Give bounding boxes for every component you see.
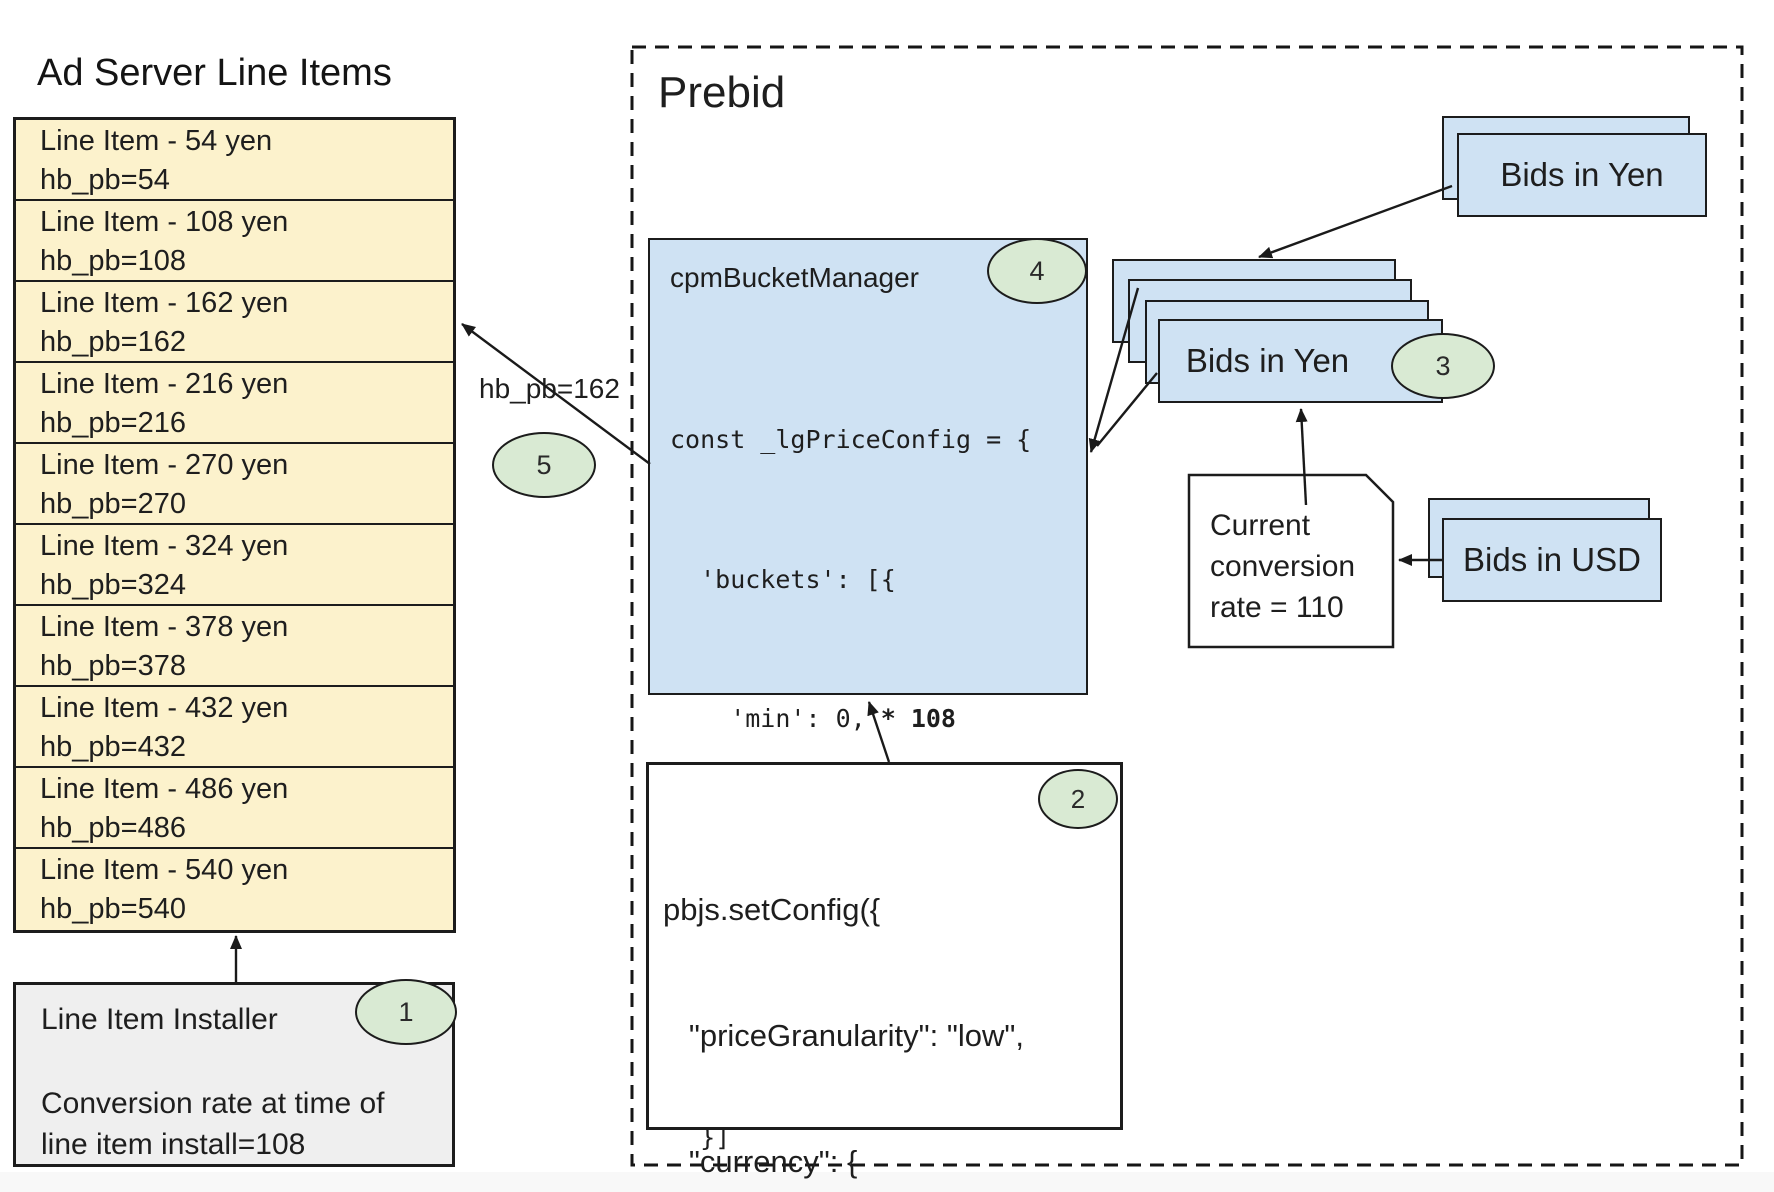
cpm-bucket-manager-box: cpmBucketManager const _lgPriceConfig = … <box>648 238 1088 1152</box>
line-item-label: Line Item - 378 yen <box>40 611 289 643</box>
code-line: "currency": { <box>663 1144 858 1179</box>
line-item-row: Line Item - 486 yen hb_pb=486 <box>16 768 453 849</box>
bids-in-yen-label: Bids in Yen <box>1185 342 1350 379</box>
line-item-label: Line Item - 108 yen <box>40 206 289 238</box>
line-item-label: Line Item - 270 yen <box>40 449 289 481</box>
line-item-row: Line Item - 378 yen hb_pb=378 <box>16 606 453 687</box>
line-item-hbpb: hb_pb=378 <box>40 650 186 682</box>
line-item-hbpb: hb_pb=432 <box>40 731 186 763</box>
line-item-label: Line Item - 540 yen <box>40 854 289 886</box>
bids-in-usd-label: Bids in USD <box>1463 541 1641 578</box>
conversion-rate-box <box>1187 473 1395 649</box>
badge-1: 1 <box>355 979 457 1045</box>
line-item-row: Line Item - 432 yen hb_pb=432 <box>16 687 453 768</box>
line-item-label: Line Item - 216 yen <box>40 368 289 400</box>
ad-server-title: Ad Server Line Items <box>37 52 392 94</box>
code-line: 'buckets': [{ <box>670 564 896 594</box>
code-line: "priceGranularity": "low", <box>663 1018 1025 1053</box>
line-item-hbpb: hb_pb=540 <box>40 893 186 925</box>
code-line: 'min': 0, * 108 <box>670 704 956 733</box>
code-line: const _lgPriceConfig = { <box>670 425 1032 454</box>
footer-strip <box>0 1172 1774 1192</box>
bids-in-usd-front-card: Bids in USD <box>1442 518 1662 602</box>
pbjs-setconfig-box: pbjs.setConfig({ "priceGranularity": "lo… <box>646 762 1123 1179</box>
installer-title: Line Item Installer <box>41 1003 278 1036</box>
line-item-label: Line Item - 162 yen <box>40 287 289 319</box>
line-item-label: Line Item - 54 yen <box>40 125 273 157</box>
line-item-hbpb: hb_pb=54 <box>40 164 170 196</box>
line-item-label: Line Item - 486 yen <box>40 773 289 805</box>
line-item-row: Line Item - 324 yen hb_pb=324 <box>16 525 453 606</box>
installer-note-line2: line item install=108 <box>41 1128 306 1161</box>
line-item-label: Line Item - 324 yen <box>40 530 289 562</box>
line-item-hbpb: hb_pb=162 <box>40 326 186 358</box>
conversion-rate-text: Current conversion rate = 110 <box>1210 509 1356 624</box>
prebid-title: Prebid <box>658 68 786 117</box>
line-item-hbpb: hb_pb=216 <box>40 407 186 439</box>
pbjs-code: pbjs.setConfig({ "priceGranularity": "lo… <box>663 805 1093 1192</box>
bids-in-yen-top-label: Bids in Yen <box>1500 156 1664 193</box>
line-item-row: Line Item - 54 yen hb_pb=54 <box>16 120 453 201</box>
hbpb-flow-label: hb_pb=162 <box>479 373 620 404</box>
code-line: pbjs.setConfig({ <box>663 892 881 927</box>
badge-2: 2 <box>1038 769 1118 829</box>
cpm-bucket-manager-label: cpmBucketManager <box>670 262 920 293</box>
line-item-hbpb: hb_pb=324 <box>40 569 186 601</box>
installer-box: Line Item Installer Conversion rate at t… <box>13 982 455 1167</box>
bids-in-yen-top-stack-front-card: Bids in Yen <box>1457 133 1707 217</box>
badge-3: 3 <box>1391 333 1495 399</box>
line-item-row: Line Item - 540 yen hb_pb=540 <box>16 849 453 930</box>
line-item-label: Line Item - 432 yen <box>40 692 289 724</box>
line-item-hbpb: hb_pb=270 <box>40 488 186 520</box>
prebid-dashed-frame <box>630 45 1744 1167</box>
line-item-row: Line Item - 108 yen hb_pb=108 <box>16 201 453 282</box>
badge-4: 4 <box>987 238 1087 304</box>
line-item-row: Line Item - 270 yen hb_pb=270 <box>16 444 453 525</box>
installer-note-line1: Conversion rate at time of <box>41 1087 385 1120</box>
line-item-row: Line Item - 162 yen hb_pb=162 <box>16 282 453 363</box>
line-item-hbpb: hb_pb=486 <box>40 812 186 844</box>
line-item-hbpb: hb_pb=108 <box>40 245 186 277</box>
line-items-table: Line Item - 54 yen hb_pb=54 Line Item - … <box>13 117 456 933</box>
line-item-row: Line Item - 216 yen hb_pb=216 <box>16 363 453 444</box>
badge-5: 5 <box>492 432 596 498</box>
